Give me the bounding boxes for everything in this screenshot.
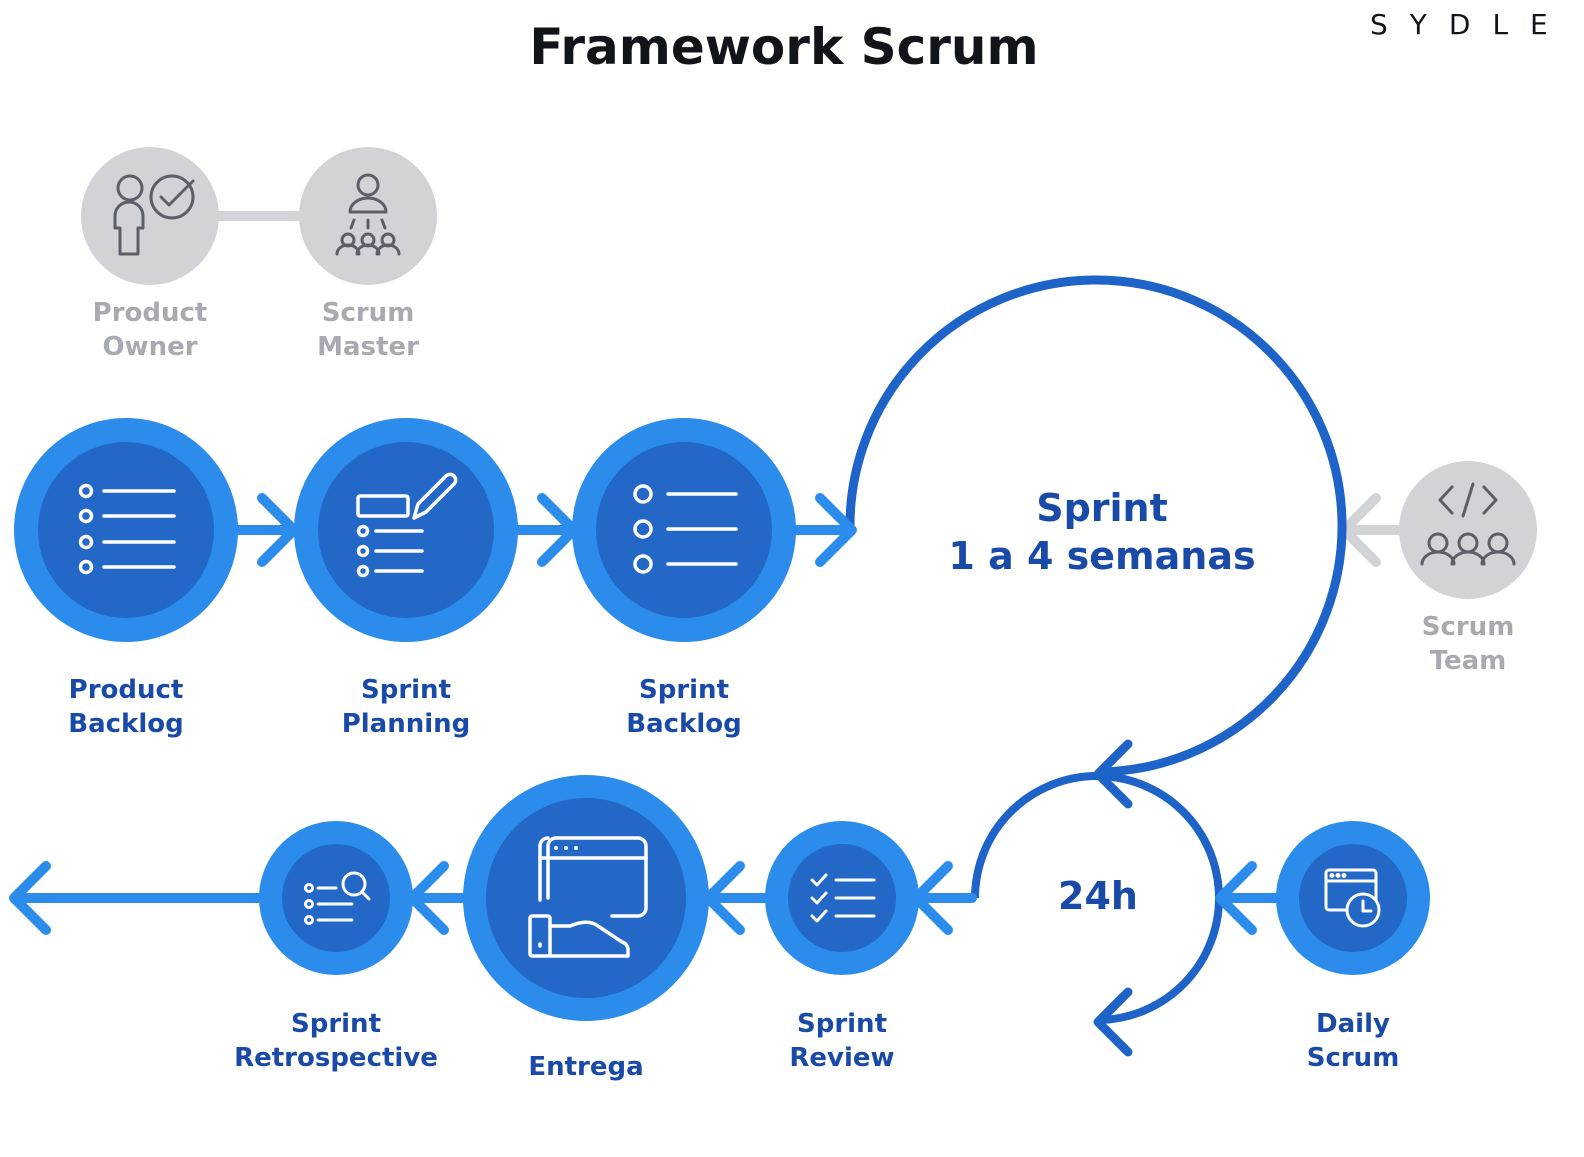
daily-cycle-label: 24h: [1058, 874, 1138, 918]
sydle-logo: SYDLE: [1370, 8, 1570, 41]
sprint-label: Sprint 1 a 4 semanas: [948, 486, 1256, 578]
browser-product-icon: [528, 836, 648, 958]
arrow-retro-out: [9, 861, 265, 935]
arrow-backlog-to-planning: [233, 493, 299, 567]
scrum-team-icon: [1420, 482, 1516, 566]
arrow-sprint-backlog-to-sprint: [791, 493, 857, 567]
entrega-label: Entrega: [528, 1052, 644, 1082]
checklist-icon: [810, 873, 876, 923]
edit-list-icon: [356, 472, 458, 578]
sprint-backlog-node: [572, 418, 796, 642]
product-owner-node: [81, 147, 219, 285]
list-icon: [78, 483, 176, 575]
daily-loop-arrowhead: [1093, 987, 1133, 1057]
scrum-master-node: [299, 147, 437, 285]
calendar-clock-icon: [1324, 868, 1381, 928]
arrow-loop-to-review: [911, 861, 977, 935]
arrow-review-to-entrega: [703, 861, 771, 935]
product-backlog-node: [14, 418, 238, 642]
scrum-team-node: [1399, 461, 1537, 599]
sprint-retrospective-node: [259, 821, 413, 975]
sprint-planning-node: [294, 418, 518, 642]
list-icon: [633, 484, 738, 574]
search-list-icon: [304, 871, 371, 925]
sprint-loop-arrowhead: [1093, 739, 1133, 809]
arrow-entrega-to-retro: [407, 861, 469, 935]
sprint-review-node: [765, 821, 919, 975]
product-owner-icon: [113, 174, 195, 256]
sprint-loop: [845, 275, 1347, 777]
page-title: Framework Scrum: [529, 18, 1039, 76]
daily-loop: [971, 772, 1223, 1024]
arrow-daily-to-loop: [1215, 861, 1281, 935]
scrum-team-arrow: [1339, 493, 1403, 567]
scrum-master-icon: [335, 173, 401, 256]
arrow-planning-to-sprint-backlog: [513, 493, 579, 567]
entrega-node: [463, 775, 709, 1021]
daily-scrum-node: [1276, 821, 1430, 975]
